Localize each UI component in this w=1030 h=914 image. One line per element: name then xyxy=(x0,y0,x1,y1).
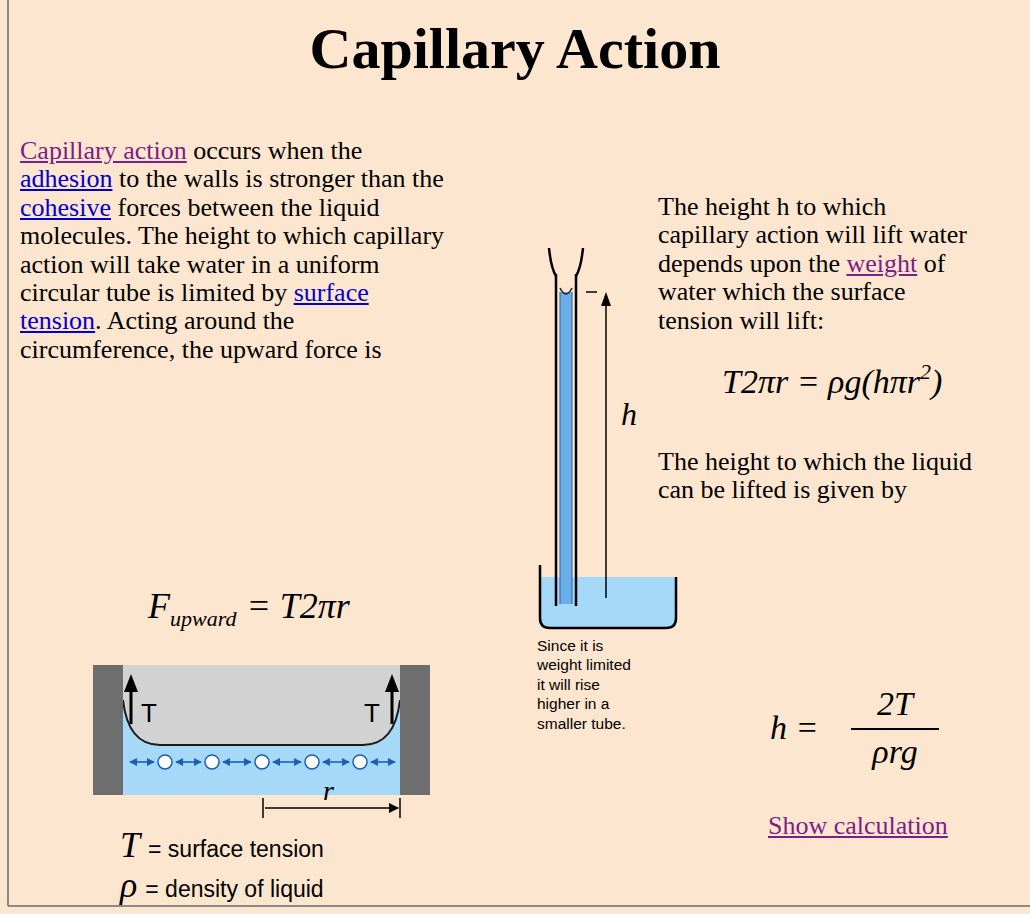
link-text: cohesive xyxy=(20,193,111,222)
page-title: Capillary Action xyxy=(0,16,1030,82)
attraction-arrow xyxy=(371,761,395,763)
attraction-arrow xyxy=(130,761,154,763)
tube-wall xyxy=(93,665,123,795)
formula-text: ) xyxy=(931,363,942,400)
legend-line: T = surface tension xyxy=(120,826,324,868)
tension-label: T xyxy=(141,698,157,728)
attraction-arrow xyxy=(176,761,201,763)
body-text: to the walls is stronger than the xyxy=(119,164,444,193)
molecule-row xyxy=(130,755,395,769)
formula-text: = T2πr xyxy=(246,586,349,626)
legend-symbol: T xyxy=(120,825,140,865)
frame-line xyxy=(7,0,9,906)
caption-text: Since it is weight limited it will rise … xyxy=(537,637,631,732)
height-formula: h = xyxy=(770,708,818,748)
tension-label: T xyxy=(364,698,380,728)
column-edge xyxy=(560,292,561,604)
legend-symbol: ρ xyxy=(120,865,137,905)
link-text: Show calculation xyxy=(768,811,948,840)
formula-subscript: upward xyxy=(170,606,236,631)
result-paragraph: The height to which the liquid can be li… xyxy=(658,448,976,505)
height-tick xyxy=(586,291,597,293)
attraction-arrow xyxy=(323,761,349,763)
tube-caption: Since it is weight limited it will rise … xyxy=(537,636,641,733)
tube-wall xyxy=(400,665,430,795)
tube-lip xyxy=(576,248,583,276)
tension-label: T xyxy=(364,698,380,728)
radius-label: r xyxy=(323,775,334,806)
height-paragraph: The height h to which capillary action w… xyxy=(658,193,976,335)
molecule xyxy=(158,755,172,769)
balance-formula: T2πr = ρg(hπr2) xyxy=(722,352,942,402)
formula-text: ρrg xyxy=(872,733,917,770)
tension-label: T xyxy=(141,698,157,728)
arrowhead xyxy=(385,674,399,692)
tube-lip xyxy=(549,248,556,276)
meniscus xyxy=(123,700,400,745)
column-edge xyxy=(572,292,573,604)
legend-text: = surface tension xyxy=(148,836,324,862)
dish xyxy=(540,565,676,628)
height-label: h xyxy=(621,396,637,432)
dimension-tick xyxy=(262,798,264,818)
legend-line: ρ = density of liquid xyxy=(120,866,324,908)
arrowhead xyxy=(601,292,611,306)
molecule xyxy=(353,755,367,769)
body-text: The height to which the liquid can be li… xyxy=(658,447,972,504)
radius-label: r xyxy=(323,776,334,806)
molecule xyxy=(255,755,269,769)
molecule xyxy=(305,755,319,769)
body-text: occurs when the xyxy=(193,136,362,165)
link-text: adhesion xyxy=(20,164,112,193)
fraction-bar xyxy=(851,728,939,730)
link-text: Capillary action xyxy=(20,136,187,165)
body-text: The height h to which capillary action w… xyxy=(658,192,967,278)
frame-line xyxy=(8,905,1030,907)
formula-text: T2πr = ρg(hπr xyxy=(722,363,920,400)
calculation-link: Show calculation xyxy=(768,812,948,840)
air-region xyxy=(123,665,400,795)
formula-superscript: 2 xyxy=(920,359,931,384)
tube-wall xyxy=(555,274,558,606)
formula-text: 2T xyxy=(877,685,913,722)
force-formula: Fupward = T2πr xyxy=(148,586,350,639)
tube-wall xyxy=(575,274,578,606)
water-column xyxy=(560,292,572,604)
formula-symbol: F xyxy=(148,586,170,626)
link-text: weight xyxy=(846,249,917,278)
tension-arrow xyxy=(130,690,133,724)
height-arrow xyxy=(605,304,607,598)
formula-text: h = xyxy=(770,709,818,746)
dimension-line xyxy=(265,807,398,809)
height-label: h xyxy=(621,396,637,432)
arrowhead xyxy=(124,674,138,692)
fraction-denominator: ρrg xyxy=(851,732,939,772)
tension-arrow xyxy=(391,690,394,724)
liquid xyxy=(123,700,400,795)
molecule xyxy=(205,755,219,769)
dimension-tick xyxy=(399,798,401,818)
fraction-numerator: 2T xyxy=(851,684,939,724)
legend-text: = density of liquid xyxy=(145,876,323,902)
attraction-arrow xyxy=(273,761,301,763)
intro-paragraph: Capillary action occurs when the adhesio… xyxy=(20,137,452,364)
attraction-arrow xyxy=(223,761,251,763)
tube-meniscus xyxy=(560,288,572,294)
